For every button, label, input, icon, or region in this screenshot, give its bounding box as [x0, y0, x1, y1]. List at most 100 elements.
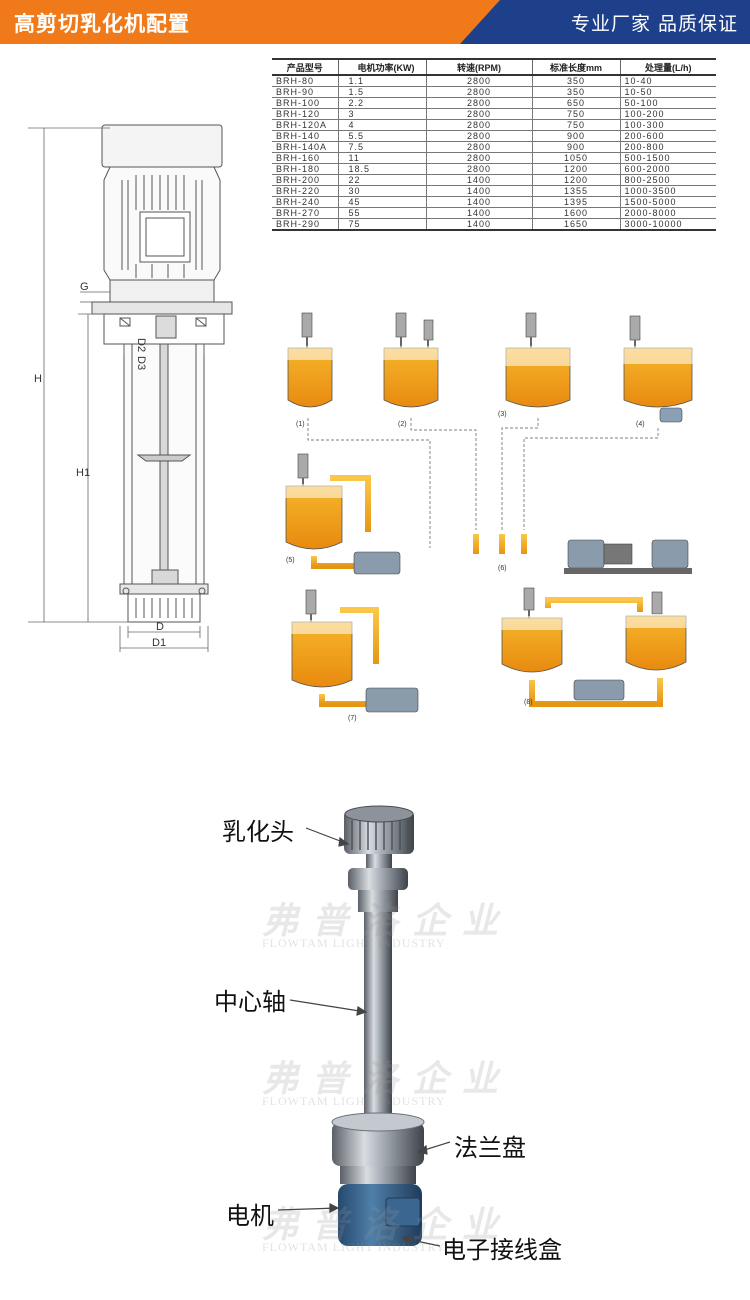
watermark-en-2: FLOWTAM LIGHT INDUSTRY	[262, 1094, 446, 1108]
diagram-tank-2	[382, 312, 440, 408]
callout-emulsifying-head: 乳化头	[222, 818, 294, 846]
cell-speed: 2800	[425, 152, 532, 164]
cell-power: 55	[337, 207, 426, 219]
cell-power: 75	[337, 218, 426, 231]
callout-lines	[277, 827, 451, 1247]
cell-speed: 2800	[425, 86, 532, 98]
cell-speed: 2800	[425, 130, 532, 142]
cell-length: 350	[531, 75, 620, 87]
cell-length: 650	[531, 97, 620, 109]
cell-model: BRH-90	[272, 86, 338, 98]
cell-length: 900	[531, 141, 620, 153]
diagram-tank-4	[622, 315, 694, 423]
dim-label-g: G	[80, 281, 89, 293]
emulsifier-photo	[331, 805, 425, 1246]
cell-model: BRH-180	[272, 163, 338, 175]
cell-power: 11	[337, 152, 426, 164]
cell-length: 750	[531, 108, 620, 120]
cell-model: BRH-120A	[272, 119, 338, 131]
cell-power: 18.5	[337, 163, 426, 175]
cell-length: 1355	[531, 185, 620, 197]
watermark-cn-2: 弗普洛企业	[262, 1058, 513, 1100]
cell-speed: 1400	[425, 196, 532, 208]
watermark-cn-1: 弗普洛企业	[262, 900, 513, 942]
diagram-label-2: (2)	[398, 421, 407, 428]
cell-power: 5.5	[337, 130, 426, 142]
page-title: 高剪切乳化机配置	[14, 12, 190, 36]
cell-length: 900	[531, 130, 620, 142]
col-header-capacity: 处理量(L/h)	[619, 58, 716, 76]
watermark-cn-3: 弗普洛企业	[262, 1204, 513, 1246]
diagram-label-5: (5)	[286, 557, 295, 564]
diagram-tanks-8	[500, 587, 688, 707]
cell-length: 1050	[531, 152, 620, 164]
cell-power: 4	[337, 119, 426, 131]
dim-label-h: H	[34, 373, 42, 385]
cell-capacity: 3000-10000	[619, 218, 716, 231]
cell-speed: 2800	[425, 97, 532, 109]
dim-label-d3: D3	[135, 356, 147, 370]
cell-capacity: 1500-5000	[619, 196, 716, 208]
cell-model: BRH-80	[272, 75, 338, 87]
dim-label-d2: D2	[135, 338, 147, 352]
cell-power: 2.2	[337, 97, 426, 109]
cell-capacity: 10-40	[619, 75, 716, 87]
cell-speed: 1400	[425, 207, 532, 219]
callout-flange: 法兰盘	[454, 1134, 526, 1162]
cell-speed: 1400	[425, 218, 532, 231]
cell-length: 1395	[531, 196, 620, 208]
cell-model: BRH-220	[272, 185, 338, 197]
cell-speed: 1400	[425, 185, 532, 197]
cell-model: BRH-160	[272, 152, 338, 164]
col-header-speed: 转速(RPM)	[425, 58, 532, 76]
col-header-model: 产品型号	[272, 58, 338, 76]
col-header-power: 电机功率(KW)	[337, 58, 426, 76]
header-banner: 高剪切乳化机配置 专业厂家 品质保证	[0, 0, 750, 44]
cell-speed: 2800	[425, 119, 532, 131]
cell-length: 1200	[531, 174, 620, 186]
cell-length: 1600	[531, 207, 620, 219]
cell-capacity: 200-600	[619, 130, 716, 142]
diagram-label-1: (1)	[296, 421, 305, 428]
cell-model: BRH-200	[272, 174, 338, 186]
spec-table: 产品型号 电机功率(KW) 转速(RPM) 标准长度mm 处理量(L/h) BR…	[272, 58, 716, 231]
watermark-en-1: FLOWTAM LIGHT INDUSTRY	[262, 936, 446, 950]
col-header-length: 标准长度mm	[531, 58, 620, 76]
diagram-inline-6	[456, 534, 692, 574]
callout-junction-box: 电子接线盒	[442, 1236, 562, 1264]
cell-power: 45	[337, 196, 426, 208]
cell-capacity: 100-300	[619, 119, 716, 131]
cell-power: 7.5	[337, 141, 426, 153]
cell-power: 22	[337, 174, 426, 186]
watermark-en-3: FLOWTAM LIGHT INDUSTRY	[262, 1240, 446, 1254]
cell-model: BRH-290	[272, 218, 338, 231]
dim-label-d1: D1	[152, 637, 166, 649]
cell-speed: 2800	[425, 141, 532, 153]
cell-length: 1650	[531, 218, 620, 231]
diagram-label-3: (3)	[498, 411, 507, 418]
application-diagrams: (1) (2) (3) (4) (5) (6) (7) (8)	[284, 312, 694, 722]
cell-capacity: 200-800	[619, 141, 716, 153]
dim-label-d: D	[156, 621, 164, 633]
cell-capacity: 10-50	[619, 86, 716, 98]
diagram-label-4: (4)	[636, 421, 645, 428]
diagram-label-8: (8)	[524, 699, 533, 706]
dim-label-h1: H1	[76, 467, 90, 479]
callout-central-shaft: 中心轴	[214, 988, 286, 1016]
cell-length: 1200	[531, 163, 620, 175]
cell-capacity: 600-2000	[619, 163, 716, 175]
cell-speed: 2800	[425, 108, 532, 120]
diagram-label-7: (7)	[348, 715, 357, 722]
